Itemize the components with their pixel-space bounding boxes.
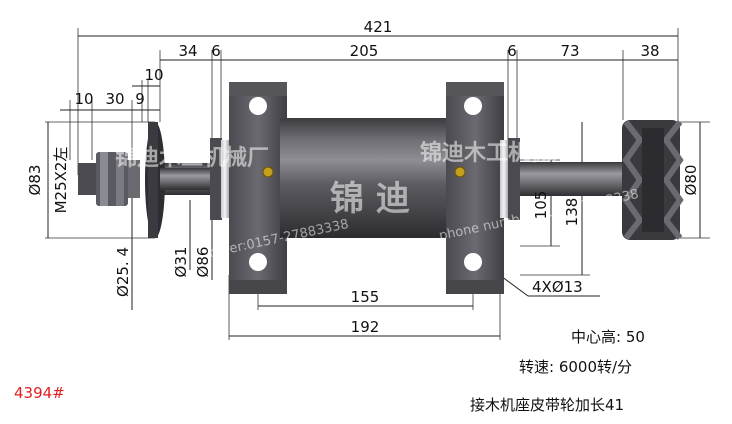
dim-10-top: 10 — [144, 66, 163, 84]
dim-205: 205 — [350, 42, 379, 60]
dim-105: 105 — [532, 191, 550, 220]
spindle-assembly — [78, 82, 684, 294]
dim-30: 30 — [105, 90, 124, 108]
dim-holes: 4XØ13 — [532, 278, 583, 296]
watermark-logo: 锦 迪 — [330, 179, 410, 219]
dim-dia25-4: Ø25. 4 — [114, 247, 132, 297]
dim-dia31: Ø31 — [172, 247, 190, 278]
dim-192: 192 — [351, 318, 380, 336]
dim-thread: M25X2左 — [52, 147, 70, 214]
note-speed: 转速: 6000转/分 — [519, 358, 632, 376]
dim-138: 138 — [563, 198, 581, 227]
dim-10: 10 — [74, 90, 93, 108]
dim-155: 155 — [351, 288, 380, 306]
note-description: 接木机座皮带轮加长41 — [470, 396, 624, 414]
dim-dia83: Ø83 — [26, 165, 44, 196]
notes: 中心高: 50 转速: 6000转/分 接木机座皮带轮加长41 4394# — [14, 328, 645, 414]
watermark-brand-right: 锦迪木工机械厂 — [420, 140, 574, 166]
dim-6-left: 6 — [211, 42, 221, 60]
dimension-lines — [47, 35, 701, 337]
dim-38: 38 — [640, 42, 659, 60]
dim-34: 34 — [178, 42, 197, 60]
dimension-labels: 421 34 6 205 6 73 38 10 10 30 9 155 192 … — [74, 18, 659, 336]
product-code: 4394# — [14, 384, 65, 402]
dim-overall: 421 — [364, 18, 393, 36]
watermark-brand-left: 锦迪木工机械厂 — [115, 145, 269, 171]
dim-9: 9 — [135, 90, 145, 108]
dimension-labels-vertical: Ø83 M25X2左 Ø25. 4 Ø31 Ø86 105 138 Ø80 — [26, 147, 700, 297]
dim-dia86: Ø86 — [194, 247, 212, 278]
dim-73: 73 — [560, 42, 579, 60]
note-center-height: 中心高: 50 — [571, 328, 645, 346]
dim-dia80: Ø80 — [682, 165, 700, 196]
dim-6-right: 6 — [507, 42, 517, 60]
